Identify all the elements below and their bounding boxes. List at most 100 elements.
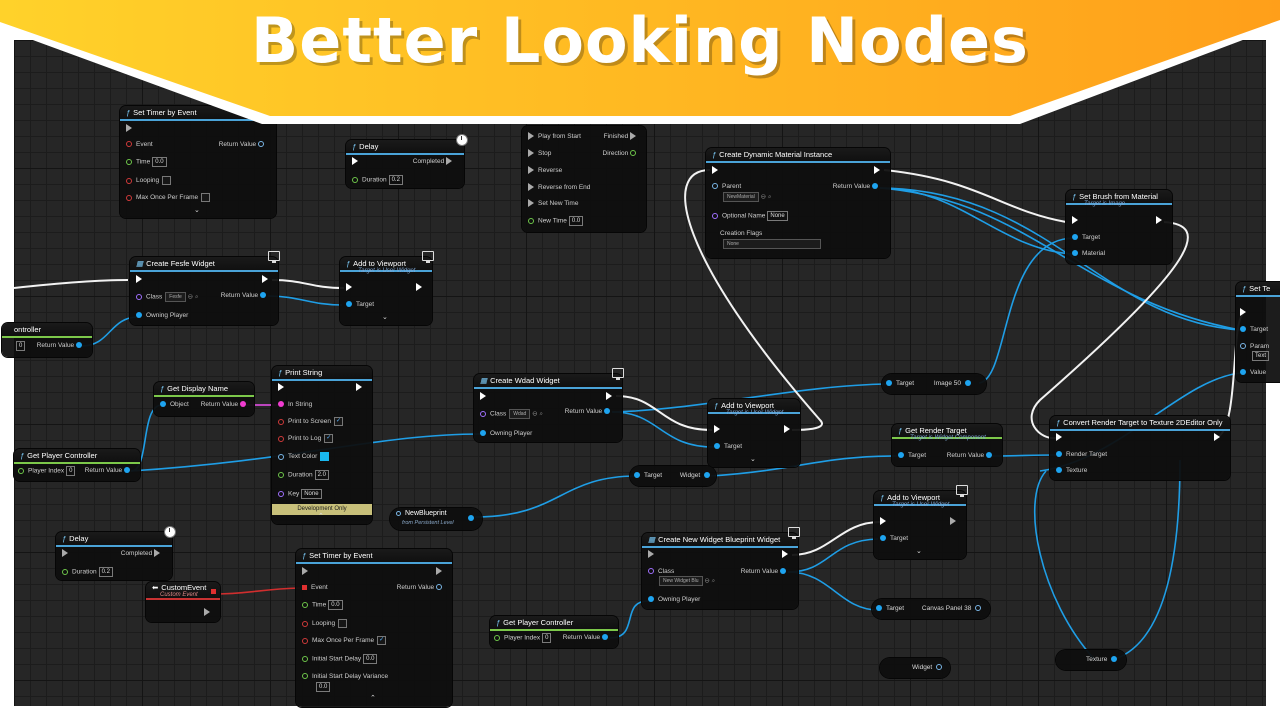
exec-out-pin[interactable] — [204, 608, 214, 618]
player-index-field[interactable]: 0 — [14, 341, 26, 351]
target-pin[interactable]: Target — [1240, 325, 1268, 335]
return-value-pin[interactable]: Return Value — [397, 583, 446, 593]
return-value-pin[interactable]: Return Value — [833, 182, 882, 192]
looping-checkbox[interactable] — [162, 176, 172, 185]
browse-icon[interactable]: ⊖ ⌕ — [704, 577, 716, 585]
exec-out-pin[interactable] — [606, 392, 616, 402]
exec-out-pin[interactable] — [782, 550, 792, 560]
event-pin[interactable]: Event — [302, 583, 328, 593]
print-screen-checkbox[interactable]: ✓ — [334, 417, 343, 426]
exec-out-pin[interactable] — [356, 383, 366, 393]
return-value-pin[interactable]: Return Value — [219, 140, 268, 150]
expand-chevron-icon[interactable]: ⌄ — [916, 548, 922, 555]
owning-player-pin[interactable]: Owning Player — [480, 429, 532, 439]
direction-pin[interactable]: Direction — [603, 149, 640, 159]
exec-in-pin[interactable] — [1240, 308, 1250, 318]
exec-out-pin[interactable] — [874, 166, 884, 176]
parent-dropdown[interactable]: NewMaterial ⊖ ⌕ — [720, 192, 772, 202]
creation-flags-select[interactable]: None — [723, 239, 821, 249]
node-timeline[interactable]: Play from Start Finished Stop Direction … — [522, 126, 646, 232]
target-pin[interactable]: Target — [880, 534, 908, 544]
node-image50-getter[interactable]: Target Image 50 — [882, 374, 986, 394]
index-input[interactable]: 0 — [16, 341, 26, 351]
stop-pin[interactable]: Stop — [528, 149, 551, 159]
node-controller-left[interactable]: ontroller 0 Return Value — [2, 323, 92, 357]
initial-delay-field[interactable]: 0.0 — [363, 654, 378, 664]
browse-icon[interactable]: ⊖ ⌕ — [187, 293, 199, 301]
exec-out-pin[interactable] — [1156, 216, 1166, 226]
completed-pin[interactable]: Completed — [413, 157, 456, 167]
color-swatch[interactable] — [320, 452, 330, 461]
return-value-pin[interactable]: Return Value — [37, 341, 86, 351]
collapse-chevron-icon[interactable]: ⌃ — [370, 695, 376, 702]
node-create-new-widget-bp[interactable]: ▦Create New Widget Blueprint Widget Clas… — [642, 527, 800, 609]
variance-input[interactable]: 0.0 — [316, 682, 331, 692]
exec-out-pin[interactable] — [784, 425, 794, 435]
node-texture-variable[interactable]: Texture — [1056, 650, 1126, 670]
class-select[interactable]: New Widget Blu — [659, 576, 703, 586]
max-once-pin[interactable]: Max Once Per Frame — [126, 193, 211, 203]
looping-pin[interactable]: Looping — [126, 176, 172, 186]
object-pin[interactable]: Object — [160, 400, 189, 410]
param-field[interactable]: Text — [1250, 351, 1270, 361]
return-value-pin[interactable]: Return Value — [947, 451, 996, 461]
time-field[interactable]: 0.0 — [152, 157, 167, 167]
time-field[interactable]: 0.0 — [328, 600, 343, 610]
completed-pin[interactable]: Completed — [121, 549, 164, 559]
owning-player-pin[interactable]: Owning Player — [648, 595, 700, 605]
class-select[interactable]: Wdad — [509, 409, 531, 419]
exec-in-pin[interactable] — [302, 567, 312, 577]
exec-out-pin[interactable] — [1214, 433, 1224, 443]
set-new-time-pin[interactable]: Set New Time — [528, 199, 578, 209]
looping-pin[interactable]: Looping — [302, 619, 348, 629]
expand-chevron-icon[interactable]: ⌄ — [194, 207, 200, 214]
max-once-pin[interactable]: Max Once Per Frame✓ — [302, 636, 387, 646]
expand-chevron-icon[interactable]: ⌄ — [382, 314, 388, 321]
index-input[interactable]: 0 — [542, 633, 552, 643]
initial-variance-field[interactable]: 0.0 — [314, 682, 331, 692]
initial-variance-pin[interactable]: Initial Start Delay Variance — [302, 672, 388, 682]
duration-field[interactable]: 0.2 — [388, 175, 403, 185]
class-dropdown[interactable]: New Widget Blu ⊖ ⌕ — [656, 576, 715, 586]
exec-in-pin[interactable] — [346, 283, 356, 293]
looping-checkbox[interactable] — [338, 619, 348, 628]
param-input[interactable]: Text — [1252, 351, 1270, 361]
node-widget-variable[interactable]: Widget — [880, 658, 950, 678]
creation-flags-dropdown[interactable]: None — [720, 239, 821, 249]
expand-chevron-icon[interactable]: ⌄ — [750, 456, 756, 463]
material-pin[interactable]: Material — [1072, 249, 1105, 259]
target-pin[interactable]: Target — [346, 300, 374, 310]
exec-in-pin[interactable] — [712, 166, 722, 176]
parent-select[interactable]: NewMaterial — [723, 192, 759, 202]
return-value-pin[interactable]: Return Value — [563, 633, 612, 643]
event-pin[interactable]: Event — [126, 140, 153, 150]
reverse-pin[interactable]: Reverse — [528, 166, 562, 176]
return-value-pin[interactable]: Return Value — [201, 400, 250, 410]
parent-pin[interactable]: Parent — [712, 182, 741, 192]
return-value-pin[interactable]: Return Value — [741, 567, 790, 577]
reverse-from-end-pin[interactable]: Reverse from End — [528, 183, 590, 193]
